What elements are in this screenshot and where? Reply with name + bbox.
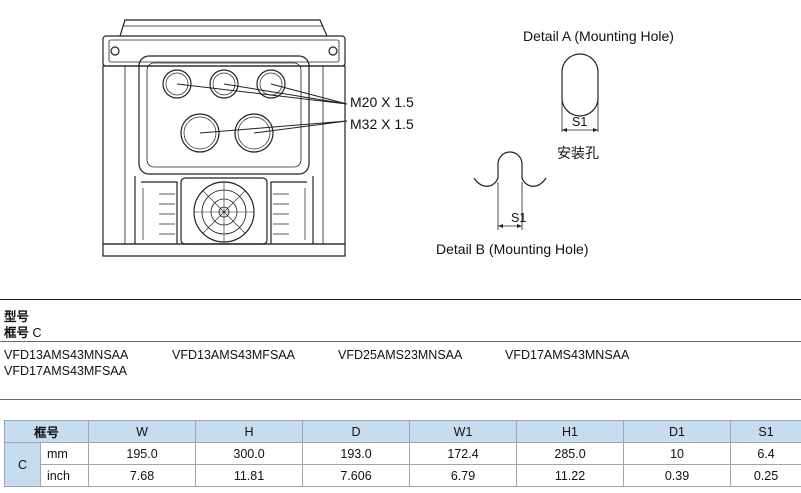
value-cell: 7.68 [88,464,197,487]
model-item: VFD17AMS43MNSAA [505,348,630,362]
column-header: W1 [409,420,518,443]
detail-a-title: Detail A (Mounting Hole) [523,28,674,44]
section-divider-mid [0,341,801,342]
frame-header: 框号 [3,420,90,443]
table-row: C mm 195.0 300.0 193.0 172.4 285.0 10 6.… [4,442,801,487]
value-cell: 195.0 [88,442,197,465]
value-cell: 193.0 [302,442,411,465]
column-header: S1 [730,420,801,443]
frame-value: C [32,326,42,340]
drive-front-view-drawing [102,19,348,257]
value-cell: 11.81 [195,464,304,487]
frame-prefix: 框号 [4,325,30,340]
column-header: H1 [516,420,625,443]
column-header: H [195,420,304,443]
value-cell: 300.0 [195,442,304,465]
unit-cell: inch [39,464,90,487]
m32-callout: M32 X 1.5 [350,116,414,132]
value-cell: 172.4 [409,442,518,465]
frame-cell: C [4,442,41,487]
detail-b-title: Detail B (Mounting Hole) [436,241,589,257]
model-item: VFD17AMS43MFSAA [4,364,127,378]
value-cell: 0.25 [730,464,801,487]
column-header: D1 [623,420,732,443]
unit-cell: mm [39,442,90,465]
detail-a-slot-drawing [561,53,599,132]
value-cell: 285.0 [516,442,625,465]
model-item: VFD13AMS43MNSAA [4,348,129,362]
frame-line: 框号 C [4,322,42,341]
dimensions-table: 框号 W H D W1 H1 D1 S1 C mm 195.0 300.0 19… [3,420,801,487]
detail-b-s1-label: S1 [511,211,527,225]
table-header-row: 框号 W H D W1 H1 D1 S1 [3,420,801,443]
model-item: VFD25AMS23MNSAA [338,348,463,362]
value-cell: 6.79 [409,464,518,487]
model-heading: 型号 [4,309,30,324]
detail-a-caption: 安装孔 [557,146,599,162]
section-divider-top [0,299,801,300]
table-row: inch 7.68 11.81 7.606 6.79 11.22 0.39 0.… [5,464,801,487]
m20-callout: M20 X 1.5 [350,94,414,110]
column-header: D [302,420,411,443]
value-cell: 10 [623,442,732,465]
detail-a-s1-label: S1 [572,115,588,129]
value-cell: 0.39 [623,464,732,487]
model-item: VFD13AMS43MFSAA [172,348,295,362]
value-cell: 11.22 [516,464,625,487]
section-divider-bottom [0,399,801,400]
column-header: W [88,420,197,443]
value-cell: 7.606 [302,464,411,487]
detail-b-slot-drawing [473,151,547,230]
value-cell: 6.4 [730,442,801,465]
